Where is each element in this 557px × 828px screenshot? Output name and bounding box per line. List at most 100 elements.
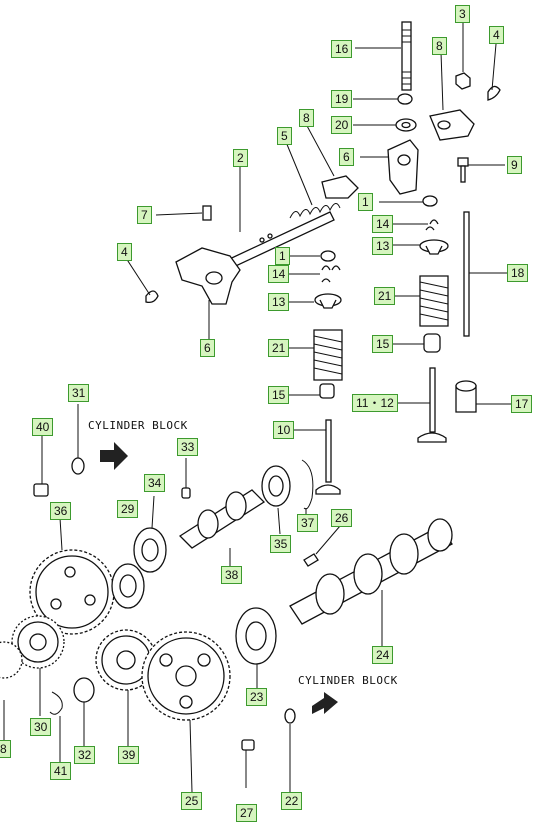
cylinder-block-caption-top: CYLINDER BLOCK bbox=[88, 419, 188, 432]
callout-8: 8 bbox=[432, 37, 447, 55]
callout-37: 37 bbox=[297, 514, 319, 532]
callout-14: 14 bbox=[268, 265, 290, 283]
valve-spring bbox=[289, 329, 343, 381]
callout-21: 21 bbox=[268, 339, 290, 357]
callout-1: 1 bbox=[358, 193, 373, 211]
key bbox=[303, 525, 341, 567]
bearing bbox=[235, 607, 277, 688]
rocker-bracket bbox=[175, 247, 241, 340]
spring bbox=[285, 141, 341, 219]
spring-retainer bbox=[289, 293, 342, 309]
callout-7: 7 bbox=[137, 206, 152, 224]
collar bbox=[73, 677, 95, 746]
pin bbox=[155, 205, 212, 221]
bearing bbox=[111, 563, 145, 609]
camshaft bbox=[289, 518, 453, 646]
bolt bbox=[457, 157, 505, 183]
rocker-bracket bbox=[360, 139, 419, 195]
callout-6: 6 bbox=[339, 148, 354, 166]
callout-32: 32 bbox=[74, 746, 96, 764]
spring-retainer bbox=[378, 239, 449, 255]
callout-8: 8 bbox=[0, 740, 11, 758]
callout-24: 24 bbox=[372, 646, 394, 664]
washer bbox=[284, 708, 296, 792]
stem-seal bbox=[288, 383, 335, 399]
callout-17: 17 bbox=[511, 395, 533, 413]
valve-cap bbox=[379, 195, 438, 207]
callout-39: 39 bbox=[118, 746, 140, 764]
washer bbox=[71, 404, 85, 475]
callout-19: 19 bbox=[331, 90, 353, 108]
callout-15: 15 bbox=[268, 386, 290, 404]
valve bbox=[292, 419, 341, 495]
callout-27: 27 bbox=[236, 804, 258, 822]
callout-26: 26 bbox=[331, 509, 353, 527]
callout-35: 35 bbox=[270, 535, 292, 553]
stud-bolt bbox=[355, 21, 412, 91]
callout-16: 16 bbox=[331, 40, 353, 58]
callout-9: 9 bbox=[507, 156, 522, 174]
adjust-nut bbox=[353, 93, 413, 105]
cylinder-block-arrow-top bbox=[100, 442, 128, 470]
callout-20: 20 bbox=[331, 116, 353, 134]
callout-14: 14 bbox=[372, 215, 394, 233]
callout-18: 18 bbox=[507, 264, 529, 282]
callout-34: 34 bbox=[144, 474, 166, 492]
tappet bbox=[455, 380, 512, 413]
clip bbox=[125, 257, 159, 304]
rocker-arm bbox=[429, 51, 475, 141]
callout-8: 8 bbox=[299, 109, 314, 127]
callout-1: 1 bbox=[275, 247, 290, 265]
callout-15: 15 bbox=[372, 335, 394, 353]
snap-ring bbox=[49, 691, 63, 762]
camshaft bbox=[178, 489, 266, 572]
callout-2: 2 bbox=[233, 149, 248, 167]
valve bbox=[397, 367, 447, 443]
valve-collet bbox=[392, 219, 439, 231]
bolt bbox=[241, 739, 255, 788]
cylinder-block-arrow-bottom bbox=[312, 692, 338, 714]
callout-25: 25 bbox=[181, 792, 203, 810]
gear bbox=[11, 615, 65, 716]
nut bbox=[455, 22, 471, 90]
callout-21: 21 bbox=[374, 287, 396, 305]
callout-4: 4 bbox=[489, 26, 504, 44]
valve-spring bbox=[394, 275, 449, 327]
callout-41: 41 bbox=[50, 762, 72, 780]
valve-cap bbox=[288, 250, 336, 262]
valve-collet bbox=[289, 265, 341, 283]
push-rod bbox=[463, 211, 508, 337]
callout-4: 4 bbox=[117, 243, 132, 261]
callout-5: 5 bbox=[277, 127, 292, 145]
rocker-arm bbox=[305, 123, 359, 199]
callout-30: 30 bbox=[30, 718, 52, 736]
callout-23: 23 bbox=[246, 688, 268, 706]
callout-40: 40 bbox=[32, 418, 54, 436]
cylinder-block-caption-bottom: CYLINDER BLOCK bbox=[298, 674, 398, 687]
callout-22: 22 bbox=[281, 792, 303, 810]
callout-3: 3 bbox=[455, 5, 470, 23]
callout-13: 13 bbox=[268, 293, 290, 311]
callout-13: 13 bbox=[372, 237, 394, 255]
gear bbox=[141, 631, 231, 793]
callout-6: 6 bbox=[200, 339, 215, 357]
gear bbox=[95, 629, 157, 746]
callout-10: 10 bbox=[273, 421, 295, 439]
stem-seal bbox=[392, 333, 441, 353]
gear bbox=[29, 517, 115, 635]
callout-38: 38 bbox=[221, 566, 243, 584]
pin bbox=[181, 458, 191, 499]
bolt bbox=[33, 436, 49, 497]
callout-29: 29 bbox=[117, 500, 139, 518]
callout-31: 31 bbox=[68, 384, 90, 402]
callout-33: 33 bbox=[177, 438, 199, 456]
callout-11-12: 11・12 bbox=[352, 394, 398, 412]
bearing bbox=[261, 465, 291, 535]
callout-36: 36 bbox=[50, 502, 72, 520]
washer bbox=[353, 118, 417, 132]
bearing bbox=[133, 495, 167, 573]
gear bbox=[0, 641, 23, 740]
clip bbox=[487, 43, 501, 101]
snap-ring bbox=[301, 459, 314, 514]
